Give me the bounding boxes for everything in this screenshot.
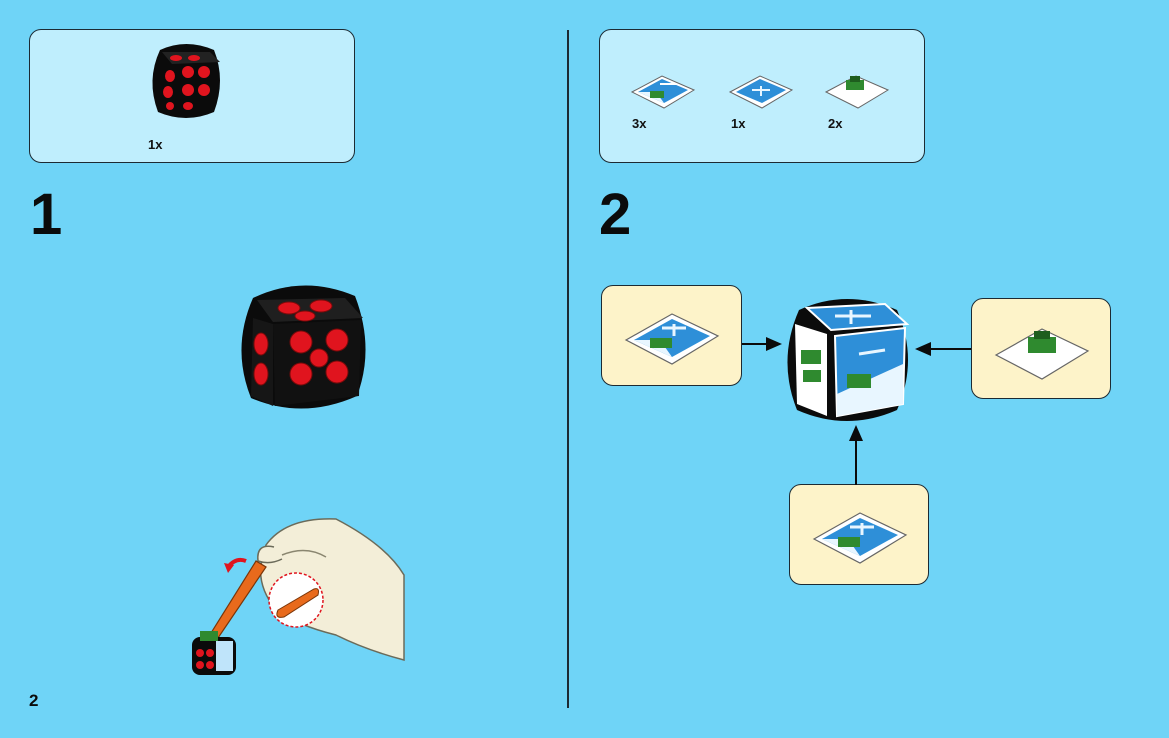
step-number: 2 (599, 182, 632, 247)
callout-bottom (789, 484, 929, 585)
assembled-cube-illustration (787, 299, 910, 421)
tile-helicopter-part-icon (728, 75, 794, 109)
part-quantity: 1x (148, 137, 163, 152)
part-quantity: 3x (632, 116, 647, 131)
callout-left (601, 285, 742, 386)
arrow-bottom-to-cube (849, 425, 863, 485)
red-dice-cube-illustration (241, 285, 366, 409)
part-quantity: 1x (731, 116, 746, 131)
page-number: 2 (29, 691, 39, 710)
step2-parts-panel: 3x 1x 2x (599, 29, 925, 163)
tile-tank-icon (994, 328, 1090, 380)
arrow-right-to-cube (915, 342, 971, 356)
step-number: 1 (30, 182, 63, 247)
callout-right (971, 298, 1111, 399)
page-divider (567, 30, 569, 708)
part-quantity: 2x (828, 116, 843, 131)
arrow-left-to-cube (742, 337, 782, 351)
tile-helicopter-tank-icon (624, 313, 720, 365)
tile-helicopter-tank-part-icon (630, 75, 696, 109)
tile-helicopter-tank-icon (812, 512, 908, 564)
tile-tank-part-icon (824, 75, 890, 109)
step1-parts-panel: 1x (29, 29, 355, 163)
red-dice-cube-part-icon (152, 44, 220, 118)
hand-tool-illustration (192, 518, 405, 675)
